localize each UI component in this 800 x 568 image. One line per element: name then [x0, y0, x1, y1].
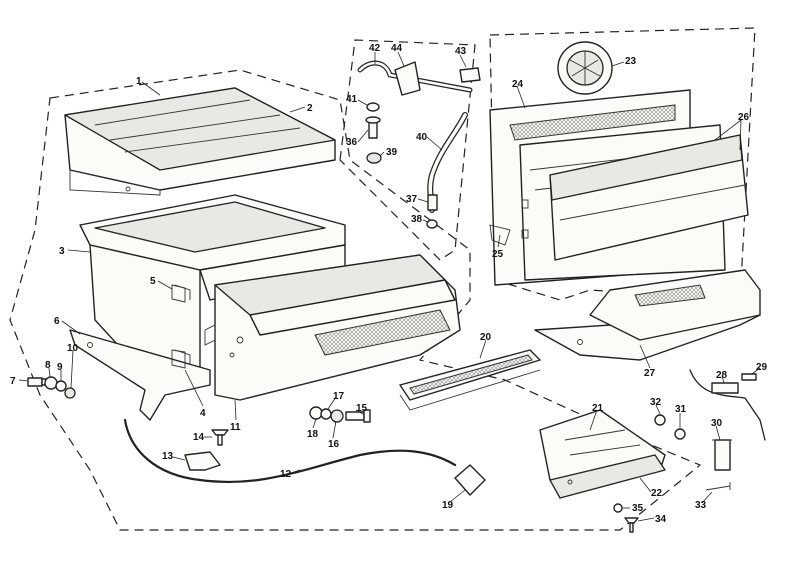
part-32-grommet: [654, 414, 666, 426]
callout-5: 5: [150, 276, 156, 287]
part-12-control-cable: [123, 418, 457, 484]
callout-11: 11: [230, 422, 241, 433]
callout-17: 17: [333, 391, 345, 402]
part-41-washer: [366, 102, 380, 112]
callout-21: 21: [592, 403, 604, 414]
part-26-heater-matrix-core: [549, 134, 749, 261]
part-11-blower-housing: [204, 254, 461, 401]
part-18-washer: [309, 406, 323, 420]
callout-28: 28: [716, 370, 728, 381]
callout-12: 12: [280, 469, 292, 480]
callout-13: 13: [162, 451, 174, 462]
callout-10: 10: [67, 343, 79, 354]
callout-33: 33: [695, 500, 707, 511]
callout-27: 27: [644, 368, 656, 379]
part-43-valve-clip: [459, 67, 481, 83]
callout-22: 22: [651, 488, 663, 499]
callout-44: 44: [391, 43, 403, 54]
callout-43: 43: [455, 46, 467, 57]
part-16-nut: [330, 409, 344, 423]
callout-35: 35: [632, 503, 644, 514]
callout-39: 39: [386, 147, 398, 158]
part-19-cable-clamp: [454, 464, 486, 496]
callout-8: 8: [45, 360, 51, 371]
part-14-screw: [211, 429, 229, 446]
callout-19: 19: [442, 500, 454, 511]
part-17-spring-washer: [320, 408, 332, 420]
callout-7: 7: [10, 376, 16, 387]
part-5-retaining-clip: [171, 284, 186, 303]
callout-18: 18: [307, 429, 319, 440]
part-25-bracket-clip: [489, 224, 511, 246]
callout-3: 3: [59, 246, 65, 257]
part-35-washer: [613, 503, 623, 513]
callout-14: 14: [193, 432, 205, 443]
part-30-bracket: [712, 439, 732, 471]
part-13-cable-clip: [184, 451, 221, 471]
leader-lines: [18, 51, 761, 522]
part-42-valve-cable: [357, 60, 473, 93]
callout-31: 31: [675, 404, 687, 415]
callout-41: 41: [346, 94, 358, 105]
main-assembly-outline: [9, 69, 702, 531]
callout-24: 24: [512, 79, 524, 90]
part-8-washer: [44, 376, 58, 390]
part-44-water-valve: [394, 61, 421, 96]
callout-1: 1: [136, 76, 142, 87]
part-21-control-panel: [539, 409, 666, 499]
part-37-drain-tube: [427, 194, 438, 211]
part-39-nut: [366, 152, 382, 164]
valve-group-outline: [339, 39, 476, 261]
callout-6: 6: [54, 316, 60, 327]
part-23-fan-wheel: [557, 41, 613, 95]
small-hardware: [27, 102, 731, 533]
callout-29: 29: [756, 362, 768, 373]
part-38-washer: [426, 219, 438, 229]
part-34-screw: [624, 517, 639, 533]
part-9-spring-washer: [55, 380, 67, 392]
callout-16: 16: [328, 439, 340, 450]
part-36-bolt: [365, 116, 381, 139]
callout-42: 42: [369, 43, 381, 54]
callout-25: 25: [492, 249, 504, 260]
callout-37: 37: [406, 194, 418, 205]
part-20-vent-duct: [399, 349, 541, 411]
part-27-outlet-duct: [534, 269, 761, 361]
part-28-blower-switch: [689, 369, 766, 441]
part-2-upper-tray: [64, 87, 336, 196]
callout-20: 20: [480, 332, 492, 343]
callout-40: 40: [416, 132, 428, 143]
part-3-heater-box: [79, 194, 346, 381]
callout-4: 4: [200, 408, 206, 419]
part-10-nut: [64, 387, 76, 399]
callout-30: 30: [711, 418, 723, 429]
callout-36: 36: [346, 137, 358, 148]
part-15-bolt: [345, 409, 371, 423]
part-4-retaining-clip: [171, 349, 186, 369]
callout-9: 9: [57, 362, 63, 373]
callout-38: 38: [411, 214, 423, 225]
callout-2: 2: [307, 103, 313, 114]
callout-23: 23: [625, 56, 637, 67]
part-6-mounting-plate: [69, 329, 211, 421]
callout-32: 32: [650, 397, 662, 408]
callout-labels: 1 2 3 4 5 6 7 8 9 10 11 12 13 14 15 16 1…: [10, 43, 768, 525]
part-31-grommet: [674, 428, 686, 440]
callout-34: 34: [655, 514, 667, 525]
callout-15: 15: [356, 403, 368, 414]
callout-26: 26: [738, 112, 750, 123]
part-33-pin: [705, 482, 731, 491]
